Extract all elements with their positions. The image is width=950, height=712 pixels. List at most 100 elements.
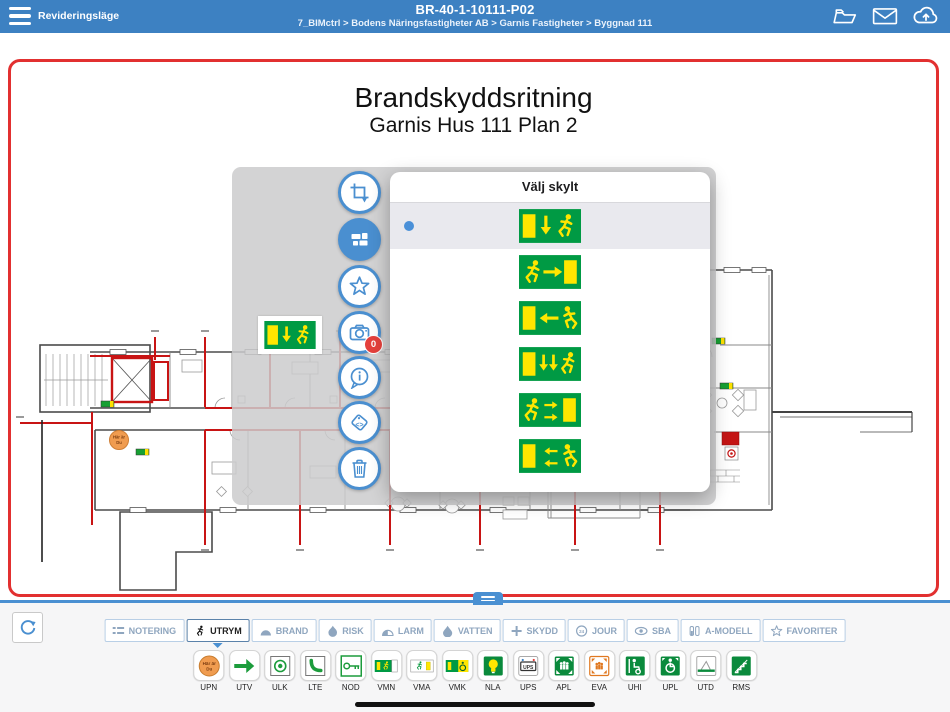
info-button[interactable] xyxy=(338,356,381,399)
tool-upl[interactable]: UPL xyxy=(654,650,686,692)
menu-icon[interactable] xyxy=(9,7,31,25)
assembly-point-icon xyxy=(554,656,574,675)
envelope-icon[interactable] xyxy=(872,6,898,26)
exit-sign-door-left-arrow-down-runner-icon xyxy=(264,321,316,349)
tab-utrym[interactable]: UTRYM xyxy=(186,619,250,648)
list-icon xyxy=(112,626,125,634)
tool-ulk[interactable]: ULK xyxy=(264,650,296,692)
dome-icon xyxy=(260,629,272,635)
crop-icon xyxy=(350,183,369,203)
you-are-here-marker[interactable]: Här är Du xyxy=(109,430,129,450)
target-icon xyxy=(269,655,290,676)
sign-option-row[interactable] xyxy=(390,433,710,479)
svg-text:Här är: Här är xyxy=(113,435,125,440)
running-man-icon xyxy=(196,624,203,636)
svg-text:<>: <> xyxy=(355,422,363,429)
tool-rms[interactable]: RMS xyxy=(725,650,757,692)
breadcrumb[interactable]: 7_BIMctrl > Bodens Näringsfastigheter AB… xyxy=(297,18,653,29)
star-outline-icon xyxy=(770,624,783,636)
refresh-icon xyxy=(20,619,36,635)
camera-button[interactable]: 0 xyxy=(338,311,383,354)
category-tabs: NOTERING UTRYM BRAND RISK LARM VATTEN SK… xyxy=(104,619,846,648)
emergency-light-icon xyxy=(483,656,503,675)
cloud-upload-icon[interactable] xyxy=(912,5,940,26)
tool-vma[interactable]: VMA xyxy=(406,650,438,692)
flame-icon xyxy=(328,625,337,637)
document-title: BR-40-1-10111-P02 xyxy=(415,2,535,17)
panel-drag-handle[interactable] xyxy=(473,592,503,605)
revision-mode-label: Revideringsläge xyxy=(38,10,120,22)
tab-brand[interactable]: BRAND xyxy=(251,619,317,642)
tab-risk[interactable]: RISK xyxy=(318,619,372,642)
bottom-toolbar-panel: NOTERING UTRYM BRAND RISK LARM VATTEN SK… xyxy=(0,603,950,712)
exit-sign-white-icon xyxy=(409,659,434,672)
phone-icon xyxy=(305,655,326,676)
camera-icon xyxy=(349,324,370,341)
tab-larm[interactable]: LARM xyxy=(373,619,432,642)
svg-text:UPS: UPS xyxy=(523,664,534,670)
svg-text:Här är: Här är xyxy=(202,661,215,666)
trash-icon xyxy=(352,459,367,478)
tag-code-button[interactable]: <> xyxy=(338,401,381,444)
sign-option-row[interactable] xyxy=(390,203,710,249)
evac-chair-icon xyxy=(625,656,645,675)
fire-equipment-symbol[interactable] xyxy=(721,431,740,461)
tab-vatten[interactable]: VATTEN xyxy=(433,619,501,642)
camera-count-badge: 0 xyxy=(364,335,383,354)
drawing-title: Brandskyddsritning xyxy=(354,82,593,113)
tool-lte[interactable]: LTE xyxy=(299,650,331,692)
drawing-canvas[interactable]: Brandskyddsritning Garnis Hus 111 Plan 2 xyxy=(8,59,939,597)
droplet-icon xyxy=(443,625,453,637)
tab-notering[interactable]: NOTERING xyxy=(104,619,185,642)
selected-dot xyxy=(404,221,414,231)
exit-sign-wheelchair-icon xyxy=(445,659,469,672)
sign-option-row[interactable] xyxy=(390,341,710,387)
tool-vmn[interactable]: VMN xyxy=(370,650,402,692)
folder-open-icon[interactable] xyxy=(832,6,858,26)
exit-sign-small-icon xyxy=(374,659,398,672)
info-bubble-icon xyxy=(350,367,369,389)
tool-apl[interactable]: APL xyxy=(548,650,580,692)
ups-battery-icon: UPS xyxy=(518,655,539,676)
sign-option-row[interactable] xyxy=(390,295,710,341)
exit-sign-door-left-double-arrow-down-runner-icon xyxy=(519,347,581,381)
delete-button[interactable] xyxy=(338,447,381,490)
half-dome-icon xyxy=(382,629,394,636)
exit-sign-door-left-arrow-left-runner-icon xyxy=(519,301,581,335)
wheelchair-refuge-icon xyxy=(660,656,680,675)
tool-utd[interactable]: UTD xyxy=(690,650,722,692)
home-indicator[interactable] xyxy=(355,702,595,707)
tab-sba[interactable]: SBA xyxy=(627,619,680,642)
tool-nod[interactable]: NOD xyxy=(335,650,367,692)
sign-option-row[interactable] xyxy=(390,249,710,295)
eye-icon xyxy=(635,626,648,635)
refresh-button[interactable] xyxy=(12,612,43,643)
exit-sign-runner-arrow-right-door-right-icon xyxy=(519,255,581,289)
layout-cards-button[interactable] xyxy=(338,218,381,261)
ramp-icon xyxy=(695,655,716,676)
popup-title: Välj skylt xyxy=(390,172,710,203)
tool-utv[interactable]: UTV xyxy=(228,650,260,692)
tool-uhi[interactable]: UHI xyxy=(619,650,651,692)
tab-favoriter[interactable]: FAVORITER xyxy=(762,619,846,642)
tool-vmk[interactable]: VMK xyxy=(441,650,473,692)
tab-a-modell[interactable]: A-MODELL xyxy=(681,619,761,642)
green-arrow-right-icon xyxy=(234,658,255,673)
tool-eva[interactable]: EVA xyxy=(583,650,615,692)
crop-button[interactable] xyxy=(338,171,381,214)
svg-text:Du: Du xyxy=(116,440,122,445)
sign-option-row[interactable] xyxy=(390,387,710,433)
exit-sign-door-left-arrow-down-runner-icon xyxy=(519,209,581,243)
evacuation-area-icon xyxy=(589,655,610,676)
tool-nla[interactable]: NLA xyxy=(477,650,509,692)
placed-exit-sign[interactable] xyxy=(258,316,322,354)
clock-24-icon: 24 xyxy=(576,624,588,637)
tab-skydd[interactable]: SKYDD xyxy=(502,619,567,642)
drawing-subtitle: Garnis Hus 111 Plan 2 xyxy=(369,114,578,137)
favorites-star-button[interactable] xyxy=(338,265,381,308)
